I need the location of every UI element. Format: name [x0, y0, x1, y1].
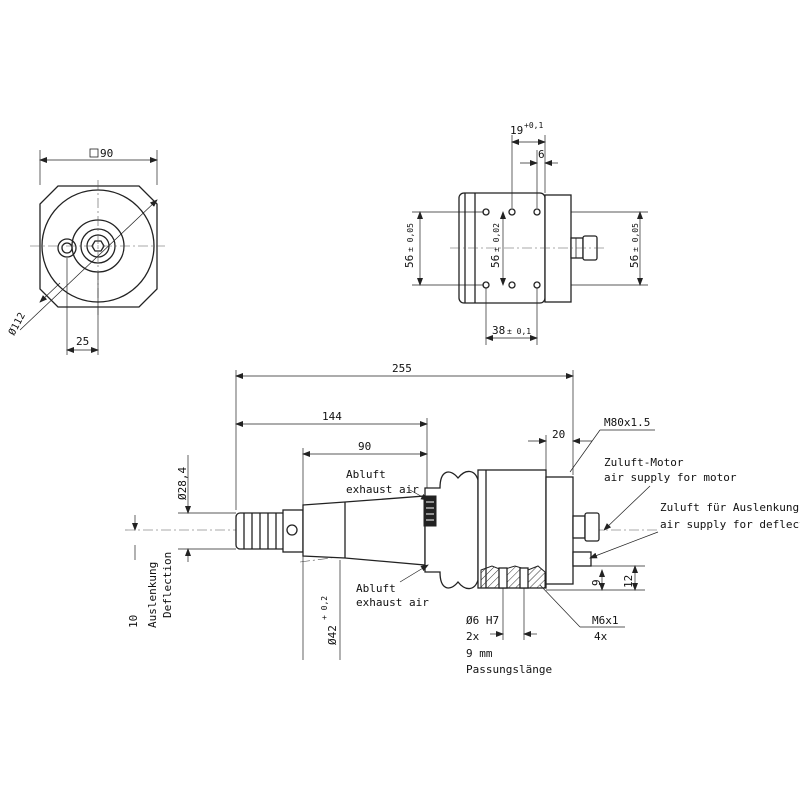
offset-25-label: 25	[76, 335, 89, 348]
deflection-air-label-de: Zuluft für Auslenkung	[660, 501, 799, 514]
exhaust-bottom-label-en: exhaust air	[356, 596, 429, 609]
spindle-tube	[302, 495, 426, 566]
dim-38-label: 38	[492, 324, 505, 337]
exhaust-top-label-en: exhaust air	[346, 483, 419, 496]
section-hatch	[480, 565, 546, 589]
hole-3	[533, 208, 541, 216]
dim-56-right-label: 56	[628, 255, 641, 268]
dim-56-left-label: 56	[403, 255, 416, 268]
motor-air-label-de: Zuluft-Motor	[604, 456, 684, 469]
side-fitting-outer	[57, 238, 77, 258]
deflection-label-en: Deflection	[161, 552, 174, 618]
deflection-fitting	[572, 551, 592, 567]
thread-m6-count: 4x	[594, 630, 608, 643]
dim-255-label: 255	[392, 362, 412, 375]
pin-hole-2	[519, 567, 529, 589]
rear-cap	[544, 194, 572, 303]
dim-19-label: 19	[510, 124, 523, 137]
front-view: 90 Ø112 25	[6, 147, 165, 355]
collet-nut-hole	[286, 524, 298, 536]
hole-2	[508, 208, 516, 216]
dim-144-label: 144	[322, 410, 342, 423]
deflection-label-de: Auslenkung	[146, 562, 159, 628]
exhaust-bottom-label-de: Abluft	[356, 582, 396, 595]
dim-56-right-tolerance: ± 0,05	[631, 223, 640, 252]
dim-38-tolerance: ± 0,1	[507, 327, 531, 336]
dia-28-label: Ø28,4	[176, 467, 189, 500]
dia-42-tolerance: + 0,2	[320, 596, 329, 620]
dim-9-label: 9	[590, 579, 603, 586]
side-fitting-inner	[61, 242, 73, 254]
deflection-value: 10	[127, 615, 140, 628]
dim-12-label: 12	[622, 575, 635, 588]
fit-label: Passungslänge	[466, 663, 552, 676]
dia-42-label: Ø42	[326, 625, 339, 645]
dim-20-label: 20	[552, 428, 565, 441]
dim-56-mid-tolerance: ± 0,02	[492, 223, 501, 252]
bellows	[424, 470, 479, 590]
side-small-view: 19 +0,1 6 56 ± 0,05 56 ± 0,02 56 ± 0,05 …	[403, 121, 648, 345]
dim-56-mid-label: 56	[489, 255, 502, 268]
thread-m6-label: M6x1	[592, 614, 619, 627]
exhaust-vent	[423, 495, 437, 527]
thread-m80-label: M80x1.5	[604, 416, 650, 429]
hole-5	[508, 281, 516, 289]
square-dimension-label: 90	[100, 147, 113, 160]
pin-count: 2x	[466, 630, 480, 643]
collet-nut	[282, 509, 304, 553]
fit-length: 9 mm	[466, 647, 493, 660]
pin-hole-1	[498, 567, 508, 589]
exhaust-top-label-de: Abluft	[346, 468, 386, 481]
motor-fitting-body	[572, 515, 586, 539]
rear-cap-main	[545, 476, 574, 585]
motor-air-label-en: air supply for motor	[604, 471, 737, 484]
dim-19-tolerance: +0,1	[524, 121, 543, 130]
dim-90-label: 90	[358, 440, 371, 453]
diameter-112-label: Ø112	[6, 311, 28, 338]
dim-6-label: 6	[538, 148, 545, 161]
pin-label: Ø6 H7	[466, 614, 499, 627]
dim-56-left-tolerance: ± 0,05	[406, 223, 415, 252]
square-symbol	[89, 148, 99, 158]
deflection-air-label-en: air supply for deflection	[660, 518, 800, 531]
main-side-view: 255 144 90 20 M80x1.5 Ø28,4 Ø42 + 0,2 Ab…	[125, 362, 800, 676]
motor-fitting-nut	[584, 512, 600, 542]
